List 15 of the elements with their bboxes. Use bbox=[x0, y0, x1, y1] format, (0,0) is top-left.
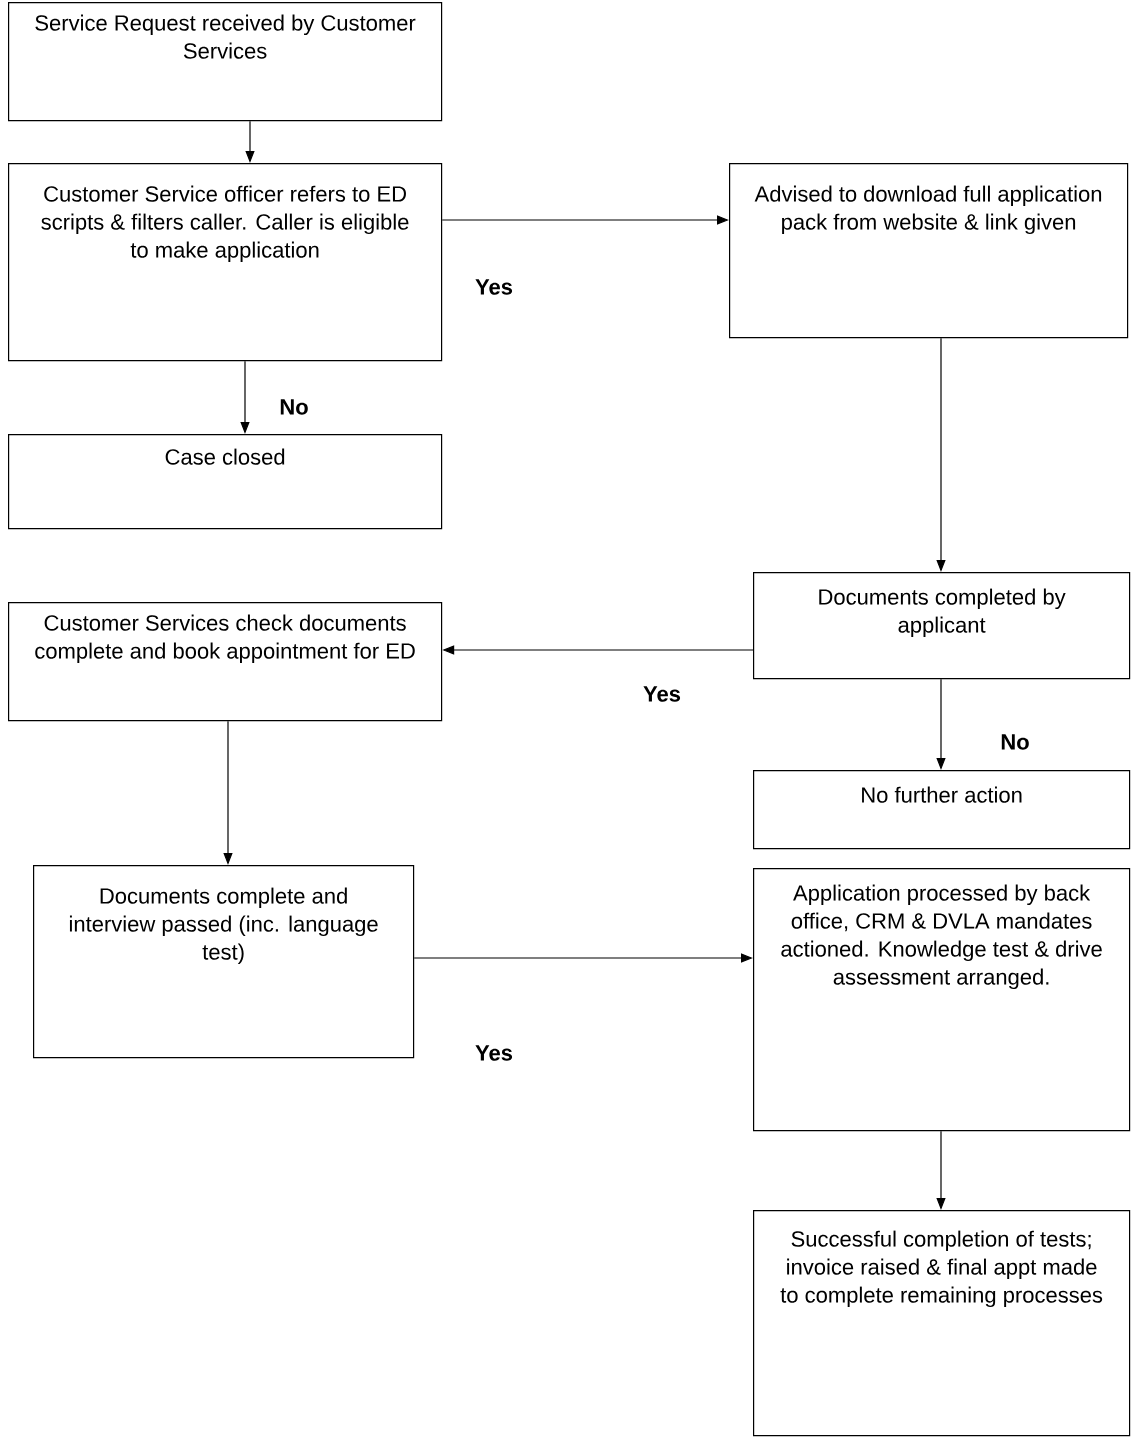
process-box: Customer Services check documents complete and book appointment for ED bbox=[8, 602, 443, 722]
process-box: Documents complete and interview passed (inc. language test) bbox=[33, 865, 415, 1059]
process-box: Customer Service officer refers to ED scripts & filters caller. Caller is eligible to make application bbox=[8, 163, 443, 362]
process-box: Advised to download full application pack from website & link given bbox=[729, 163, 1129, 339]
process-box: Successful completion of tests; invoice raised & final appt made to complete remaining processes bbox=[753, 1210, 1131, 1437]
process-box: Service Request received by Customer Services bbox=[8, 2, 443, 122]
edge-label: No bbox=[277, 397, 311, 417]
process-box: No further action bbox=[753, 770, 1131, 850]
edge-label: No bbox=[998, 732, 1032, 752]
edge-label: Yes bbox=[473, 1043, 515, 1063]
edge-label: Yes bbox=[473, 277, 515, 297]
edge-label: Yes bbox=[641, 684, 683, 704]
process-box: Documents completed by applicant bbox=[753, 572, 1131, 680]
process-box: Application processed by back office, CRM & DVLA mandates actioned. Knowledge test & drive assessment arranged. bbox=[753, 868, 1131, 1132]
process-box: Case closed bbox=[8, 434, 443, 530]
